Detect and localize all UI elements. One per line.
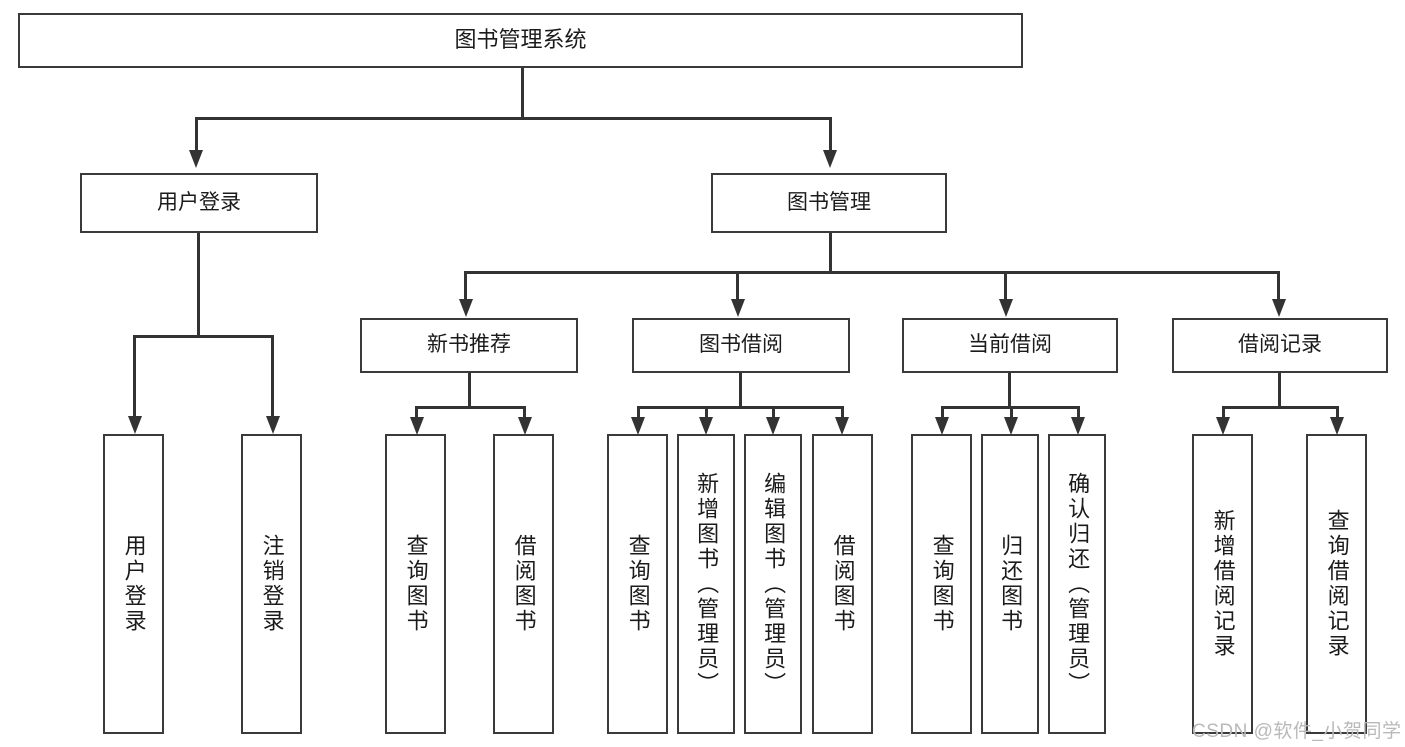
leaf-logout-label: 注销登录 <box>259 534 285 634</box>
leaf-logout[interactable]: 注销登录 <box>241 434 302 734</box>
edge-current-stem <box>1008 373 1011 408</box>
edge-recommend-stem <box>468 373 471 408</box>
edge-borrow-stem <box>739 373 742 408</box>
edge-user-login-bar <box>133 335 273 338</box>
leaf-record-query-label: 查询借阅记录 <box>1324 509 1350 659</box>
edge-current-to-leaf3 <box>1077 406 1080 420</box>
node-book-manage[interactable]: 图书管理 <box>711 173 947 233</box>
leaf-borrow-edit-book[interactable]: 编辑图书（管理员） <box>744 434 802 734</box>
arrow-current-to-leaf2 <box>1004 417 1018 435</box>
leaf-record-query[interactable]: 查询借阅记录 <box>1306 434 1367 734</box>
leaf-record-add-label: 新增借阅记录 <box>1210 509 1236 659</box>
leaf-current-query-book-label: 查询图书 <box>929 534 955 634</box>
edge-book-manage-to-borrow <box>736 271 739 301</box>
node-current-borrow-label: 当前借阅 <box>968 333 1052 357</box>
node-root[interactable]: 图书管理系统 <box>18 13 1023 68</box>
edge-book-manage-to-current <box>1004 271 1007 301</box>
watermark: CSDN @软件_小贺同学 <box>1192 721 1402 742</box>
leaf-current-confirm-return-label: 确认归还（管理员） <box>1065 471 1091 697</box>
edge-user-login-stem <box>197 233 200 336</box>
arrow-user-login-to-leaf1 <box>128 416 142 434</box>
node-root-label: 图书管理系统 <box>454 27 587 53</box>
edge-book-manage-stem <box>829 233 832 272</box>
node-current-borrow[interactable]: 当前借阅 <box>902 318 1118 373</box>
node-borrow-record[interactable]: 借阅记录 <box>1172 318 1388 373</box>
leaf-borrow-add-book-label: 新增图书（管理员） <box>694 471 720 697</box>
edge-borrow-bar <box>637 406 843 409</box>
arrow-borrow-to-leaf3 <box>766 417 780 435</box>
node-book-borrow[interactable]: 图书借阅 <box>632 318 850 373</box>
edge-user-login-to-leaf2 <box>271 335 274 418</box>
leaf-borrow-query-book[interactable]: 查询图书 <box>607 434 668 734</box>
arrow-record-to-leaf2 <box>1330 417 1344 435</box>
leaf-recommend-borrow-book[interactable]: 借阅图书 <box>493 434 554 734</box>
arrow-root-to-user-login <box>189 150 203 168</box>
arrow-borrow-to-leaf2 <box>699 417 713 435</box>
edge-recommend-to-leaf1 <box>415 406 418 420</box>
arrow-borrow-to-leaf1 <box>631 417 645 435</box>
edge-recommend-bar <box>415 406 525 409</box>
leaf-borrow-borrow-book-label: 借阅图书 <box>830 534 856 634</box>
leaf-borrow-edit-book-label: 编辑图书（管理员） <box>761 471 787 697</box>
edge-record-to-leaf2 <box>1336 406 1339 420</box>
arrow-book-manage-to-borrow <box>731 299 745 317</box>
node-new-book-recommend-label: 新书推荐 <box>427 333 511 357</box>
node-new-book-recommend[interactable]: 新书推荐 <box>360 318 578 373</box>
leaf-borrow-borrow-book[interactable]: 借阅图书 <box>812 434 873 734</box>
arrow-book-manage-to-recommend <box>459 299 473 317</box>
arrow-recommend-to-leaf2 <box>518 417 532 435</box>
arrow-borrow-to-leaf4 <box>835 417 849 435</box>
leaf-recommend-query-book[interactable]: 查询图书 <box>385 434 446 734</box>
leaf-current-return-book-label: 归还图书 <box>998 534 1024 634</box>
edge-book-manage-to-record <box>1277 271 1280 301</box>
arrow-root-to-book-manage <box>823 150 837 168</box>
node-borrow-record-label: 借阅记录 <box>1238 333 1322 357</box>
edge-record-bar <box>1222 406 1338 409</box>
arrow-user-login-to-leaf2 <box>266 416 280 434</box>
leaf-recommend-query-book-label: 查询图书 <box>403 534 429 634</box>
leaf-user-login-label: 用户登录 <box>121 534 147 634</box>
arrow-current-to-leaf1 <box>935 417 949 435</box>
leaf-current-return-book[interactable]: 归还图书 <box>981 434 1039 734</box>
arrow-record-to-leaf1 <box>1216 417 1230 435</box>
edge-user-login-to-leaf1 <box>133 335 136 418</box>
edge-current-to-leaf1 <box>941 406 944 420</box>
edge-root-bar <box>195 117 832 120</box>
leaf-current-query-book[interactable]: 查询图书 <box>911 434 972 734</box>
edge-borrow-to-leaf3 <box>772 406 775 420</box>
edge-record-stem <box>1278 373 1281 408</box>
arrow-current-to-leaf3 <box>1071 417 1085 435</box>
edge-root-stem <box>521 68 524 118</box>
arrow-book-manage-to-record <box>1272 299 1286 317</box>
node-user-login[interactable]: 用户登录 <box>80 173 318 233</box>
node-book-manage-label: 图书管理 <box>787 190 871 214</box>
edge-record-to-leaf1 <box>1222 406 1225 420</box>
leaf-borrow-query-book-label: 查询图书 <box>625 534 651 634</box>
node-book-borrow-label: 图书借阅 <box>699 333 783 357</box>
node-user-login-label: 用户登录 <box>157 190 241 214</box>
leaf-record-add[interactable]: 新增借阅记录 <box>1192 434 1253 734</box>
edge-borrow-to-leaf4 <box>841 406 844 420</box>
arrow-book-manage-to-current <box>999 299 1013 317</box>
leaf-recommend-borrow-book-label: 借阅图书 <box>511 534 537 634</box>
edge-current-to-leaf2 <box>1010 406 1013 420</box>
arrow-recommend-to-leaf1 <box>410 417 424 435</box>
edge-book-manage-bar <box>464 271 1280 274</box>
edge-root-to-book-manage <box>829 117 832 153</box>
edge-book-manage-to-recommend <box>464 271 467 301</box>
edge-root-to-user-login <box>195 117 198 153</box>
leaf-current-confirm-return[interactable]: 确认归还（管理员） <box>1048 434 1106 734</box>
edge-borrow-to-leaf2 <box>705 406 708 420</box>
leaf-borrow-add-book[interactable]: 新增图书（管理员） <box>677 434 735 734</box>
leaf-user-login[interactable]: 用户登录 <box>103 434 164 734</box>
edge-borrow-to-leaf1 <box>637 406 640 420</box>
edge-recommend-to-leaf2 <box>523 406 526 420</box>
